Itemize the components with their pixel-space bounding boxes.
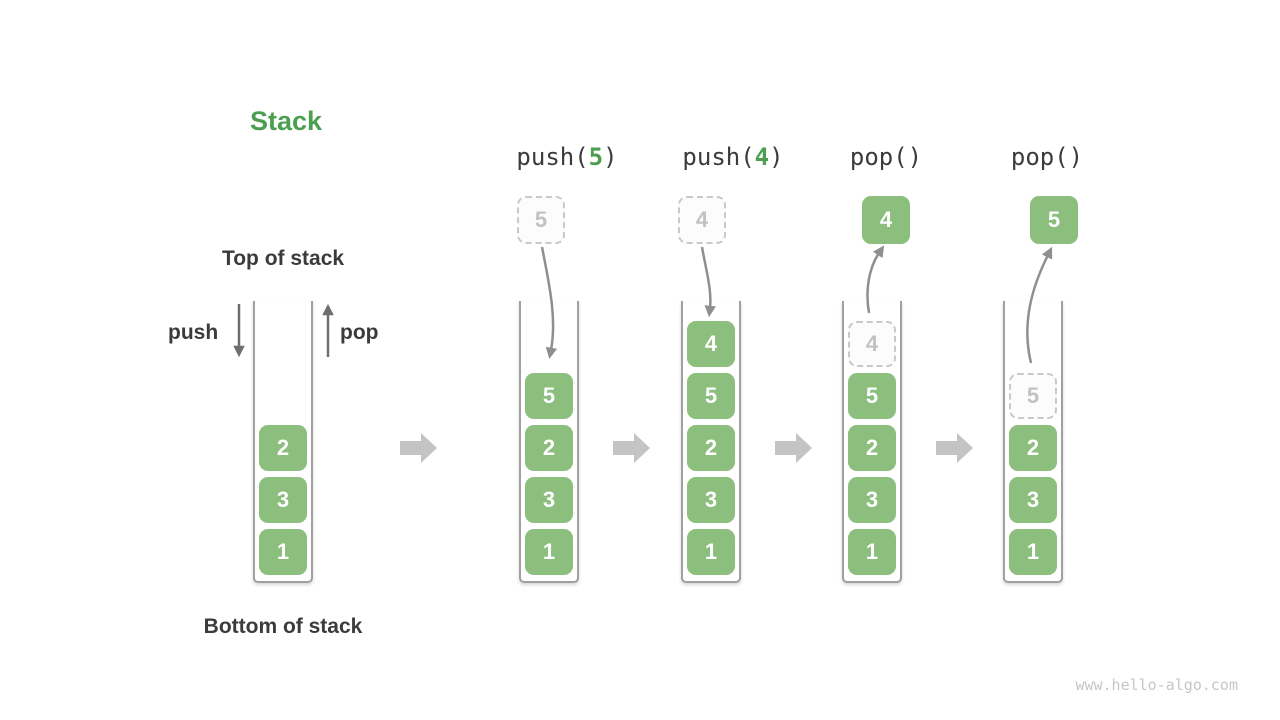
- op-label-push-5: push(5): [516, 143, 617, 171]
- stack-item-1: 1: [687, 529, 735, 575]
- stack-item-5: 5: [525, 373, 573, 419]
- push-label: push: [168, 321, 219, 344]
- flow-arrow-1: [400, 433, 437, 463]
- op-text: push(: [682, 143, 755, 171]
- stack-item-3: 3: [1009, 477, 1057, 523]
- op-text: pop(): [1010, 143, 1084, 171]
- flow-arrow-4: [936, 433, 973, 463]
- op-label-push-4: push(4): [682, 143, 783, 171]
- incoming-item-5: 5: [517, 196, 565, 244]
- ghost-item-4: 4: [848, 321, 896, 367]
- top-of-stack-label: Top of stack: [221, 247, 345, 270]
- flow-arrow-3: [775, 433, 812, 463]
- ghost-item-5: 5: [1009, 373, 1057, 419]
- watermark: www.hello-algo.com: [1075, 676, 1238, 694]
- op-text: ): [769, 143, 784, 171]
- flow-arrow-2: [613, 433, 650, 463]
- stack-item-1: 1: [525, 529, 573, 575]
- stack-item-2: 2: [259, 425, 307, 471]
- stack-item-3: 3: [687, 477, 735, 523]
- stack-item-2: 2: [848, 425, 896, 471]
- stack-item-2: 2: [687, 425, 735, 471]
- stack-item-4: 4: [687, 321, 735, 367]
- popped-item-4: 4: [862, 196, 910, 244]
- stack-item-5: 5: [687, 373, 735, 419]
- stack-item-3: 3: [848, 477, 896, 523]
- push-4-arrow: [700, 246, 716, 318]
- op-arg: 5: [588, 143, 604, 171]
- stack-item-1: 1: [259, 529, 307, 575]
- stack-item-1: 1: [1009, 529, 1057, 575]
- op-text: ): [603, 143, 618, 171]
- pop-label: pop: [340, 321, 379, 344]
- stack-item-2: 2: [525, 425, 573, 471]
- stack-item-1: 1: [848, 529, 896, 575]
- op-arg: 4: [754, 143, 770, 171]
- popped-item-5: 5: [1030, 196, 1078, 244]
- op-label-pop-4: pop(): [850, 143, 922, 171]
- stack-item-3: 3: [259, 477, 307, 523]
- op-text: push(: [516, 143, 589, 171]
- incoming-item-4: 4: [678, 196, 726, 244]
- op-label-pop-5: pop(): [1011, 143, 1083, 171]
- stack-item-5: 5: [848, 373, 896, 419]
- op-text: pop(): [849, 143, 923, 171]
- diagram-title: Stack: [250, 106, 323, 136]
- stack-item-2: 2: [1009, 425, 1057, 471]
- stack-item-3: 3: [525, 477, 573, 523]
- bottom-of-stack-label: Bottom of stack: [203, 615, 363, 638]
